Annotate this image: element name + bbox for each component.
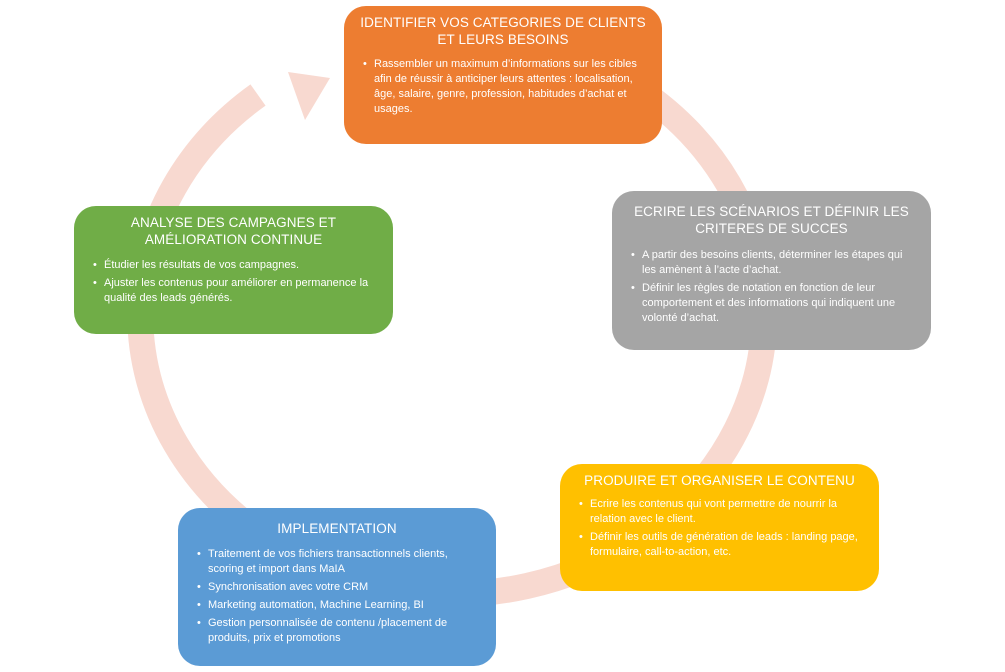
step-ecrire-bullet: A partir des besoins clients, déterminer… [631,248,917,278]
step-identifier-bullets: Rassembler un maximum d’informations sur… [358,57,648,117]
step-implementation-card: IMPLEMENTATION Traitement de vos fichier… [178,508,496,666]
step-ecrire-title: ECRIRE LES SCÉNARIOS ET DÉFINIR LES CRIT… [634,204,909,236]
step-produire-title: PRODUIRE ET ORGANISER LE CONTENU [584,473,855,488]
step-produire-bullet: Ecrire les contenus qui vont permettre d… [579,497,865,527]
step-ecrire-bullet: Définir les règles de notation en foncti… [631,281,917,326]
step-analyse-bullet: Ajuster les contenus pour améliorer en p… [93,276,379,306]
step-analyse-title: ANALYSE DES CAMPAGNES ET AMÉLIORATION CO… [130,215,337,247]
step-analyse-bullets: Étudier les résultats de vos campagnes. … [88,258,379,306]
step-implementation-title: IMPLEMENTATION [277,521,397,536]
step-implementation-bullet: Synchronisation avec votre CRM [197,580,482,595]
step-analyse-card: ANALYSE DES CAMPAGNES ET AMÉLIORATION CO… [74,206,393,334]
step-produire-bullets: Ecrire les contenus qui vont permettre d… [574,497,865,560]
step-identifier-bullet: Rassembler un maximum d’informations sur… [363,57,648,117]
cycle-arrowhead [288,72,330,120]
step-implementation-bullet: Marketing automation, Machine Learning, … [197,598,482,613]
step-ecrire-card: ECRIRE LES SCÉNARIOS ET DÉFINIR LES CRIT… [612,191,931,350]
step-identifier-card: IDENTIFIER VOS CATEGORIES DE CLIENTS ET … [344,6,662,144]
step-implementation-bullet: Traitement de vos fichiers transactionne… [197,547,482,577]
step-analyse-bullet: Étudier les résultats de vos campagnes. [93,258,379,273]
step-produire-card: PRODUIRE ET ORGANISER LE CONTENU Ecrire … [560,464,879,591]
step-implementation-bullets: Traitement de vos fichiers transactionne… [192,547,482,646]
step-implementation-bullet: Gestion personnalisée de contenu /placem… [197,616,482,646]
step-identifier-title: IDENTIFIER VOS CATEGORIES DE CLIENTS ET … [360,15,646,47]
step-ecrire-bullets: A partir des besoins clients, déterminer… [626,248,917,326]
step-produire-bullet: Définir les outils de génération de lead… [579,530,865,560]
